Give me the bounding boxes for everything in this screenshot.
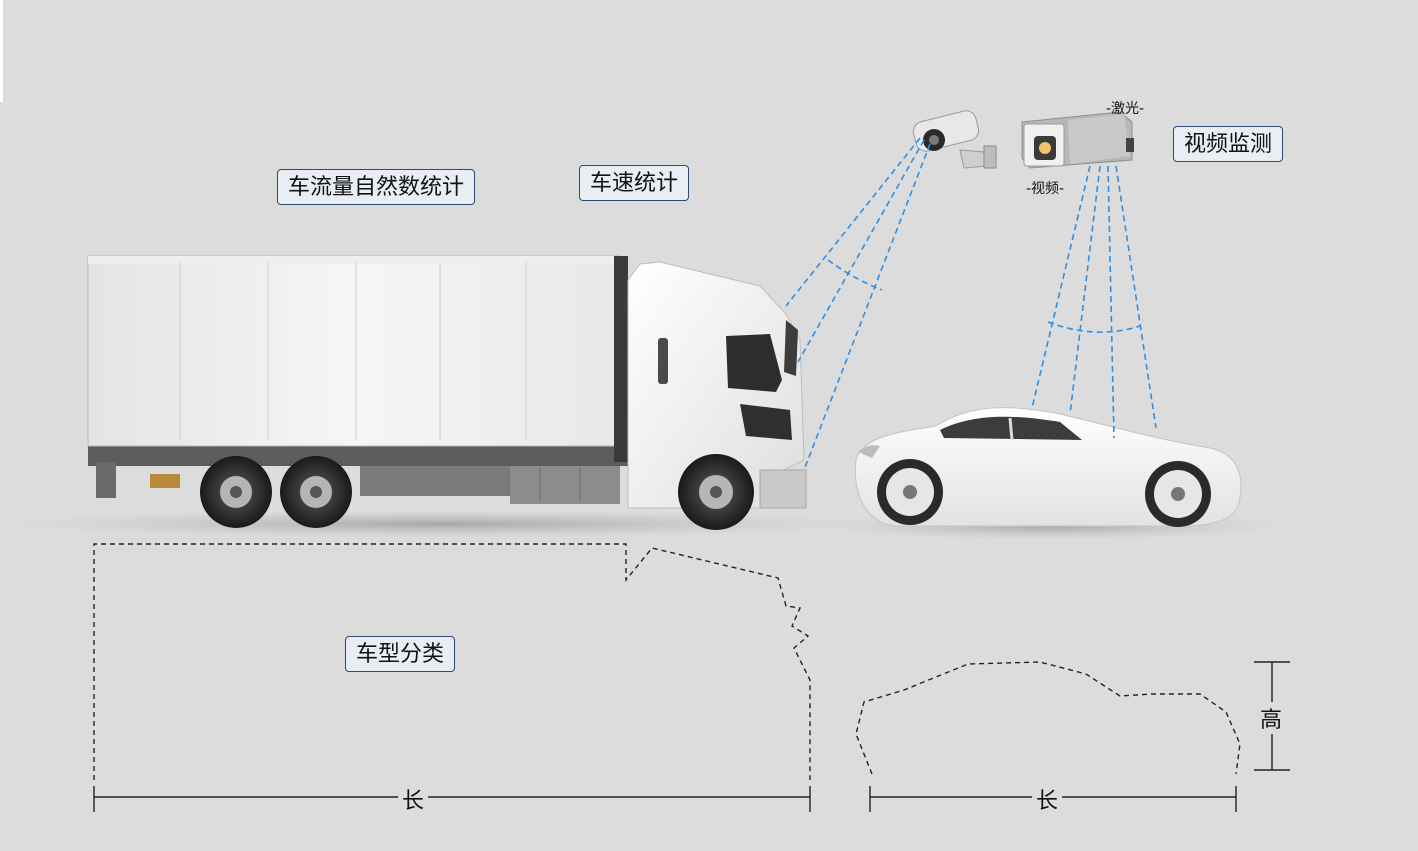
tag-video: -视频- <box>1026 181 1065 197</box>
truck-length-label: 长 <box>398 783 429 815</box>
cctv-camera-icon <box>912 110 997 169</box>
truck-outline <box>93 543 811 780</box>
label-video-monitoring: 视频监测 <box>1173 126 1284 162</box>
car-outline <box>855 661 1241 775</box>
laser-video-camera-icon <box>1021 111 1134 169</box>
label-speed-stats: 车速统计 <box>579 165 690 201</box>
dimension-lines <box>93 661 1290 812</box>
label-traffic-flow: 车流量自然数统计 <box>277 169 476 205</box>
tag-laser: -激光- <box>1106 101 1145 117</box>
car-length-label: 长 <box>1032 783 1063 815</box>
sensor-beams <box>785 137 1157 471</box>
truck <box>0 255 880 538</box>
car-height-label: 高 <box>1256 702 1287 734</box>
car <box>820 407 1280 540</box>
label-vehicle-classification: 车型分类 <box>345 636 456 672</box>
edge-strip <box>0 0 3 102</box>
